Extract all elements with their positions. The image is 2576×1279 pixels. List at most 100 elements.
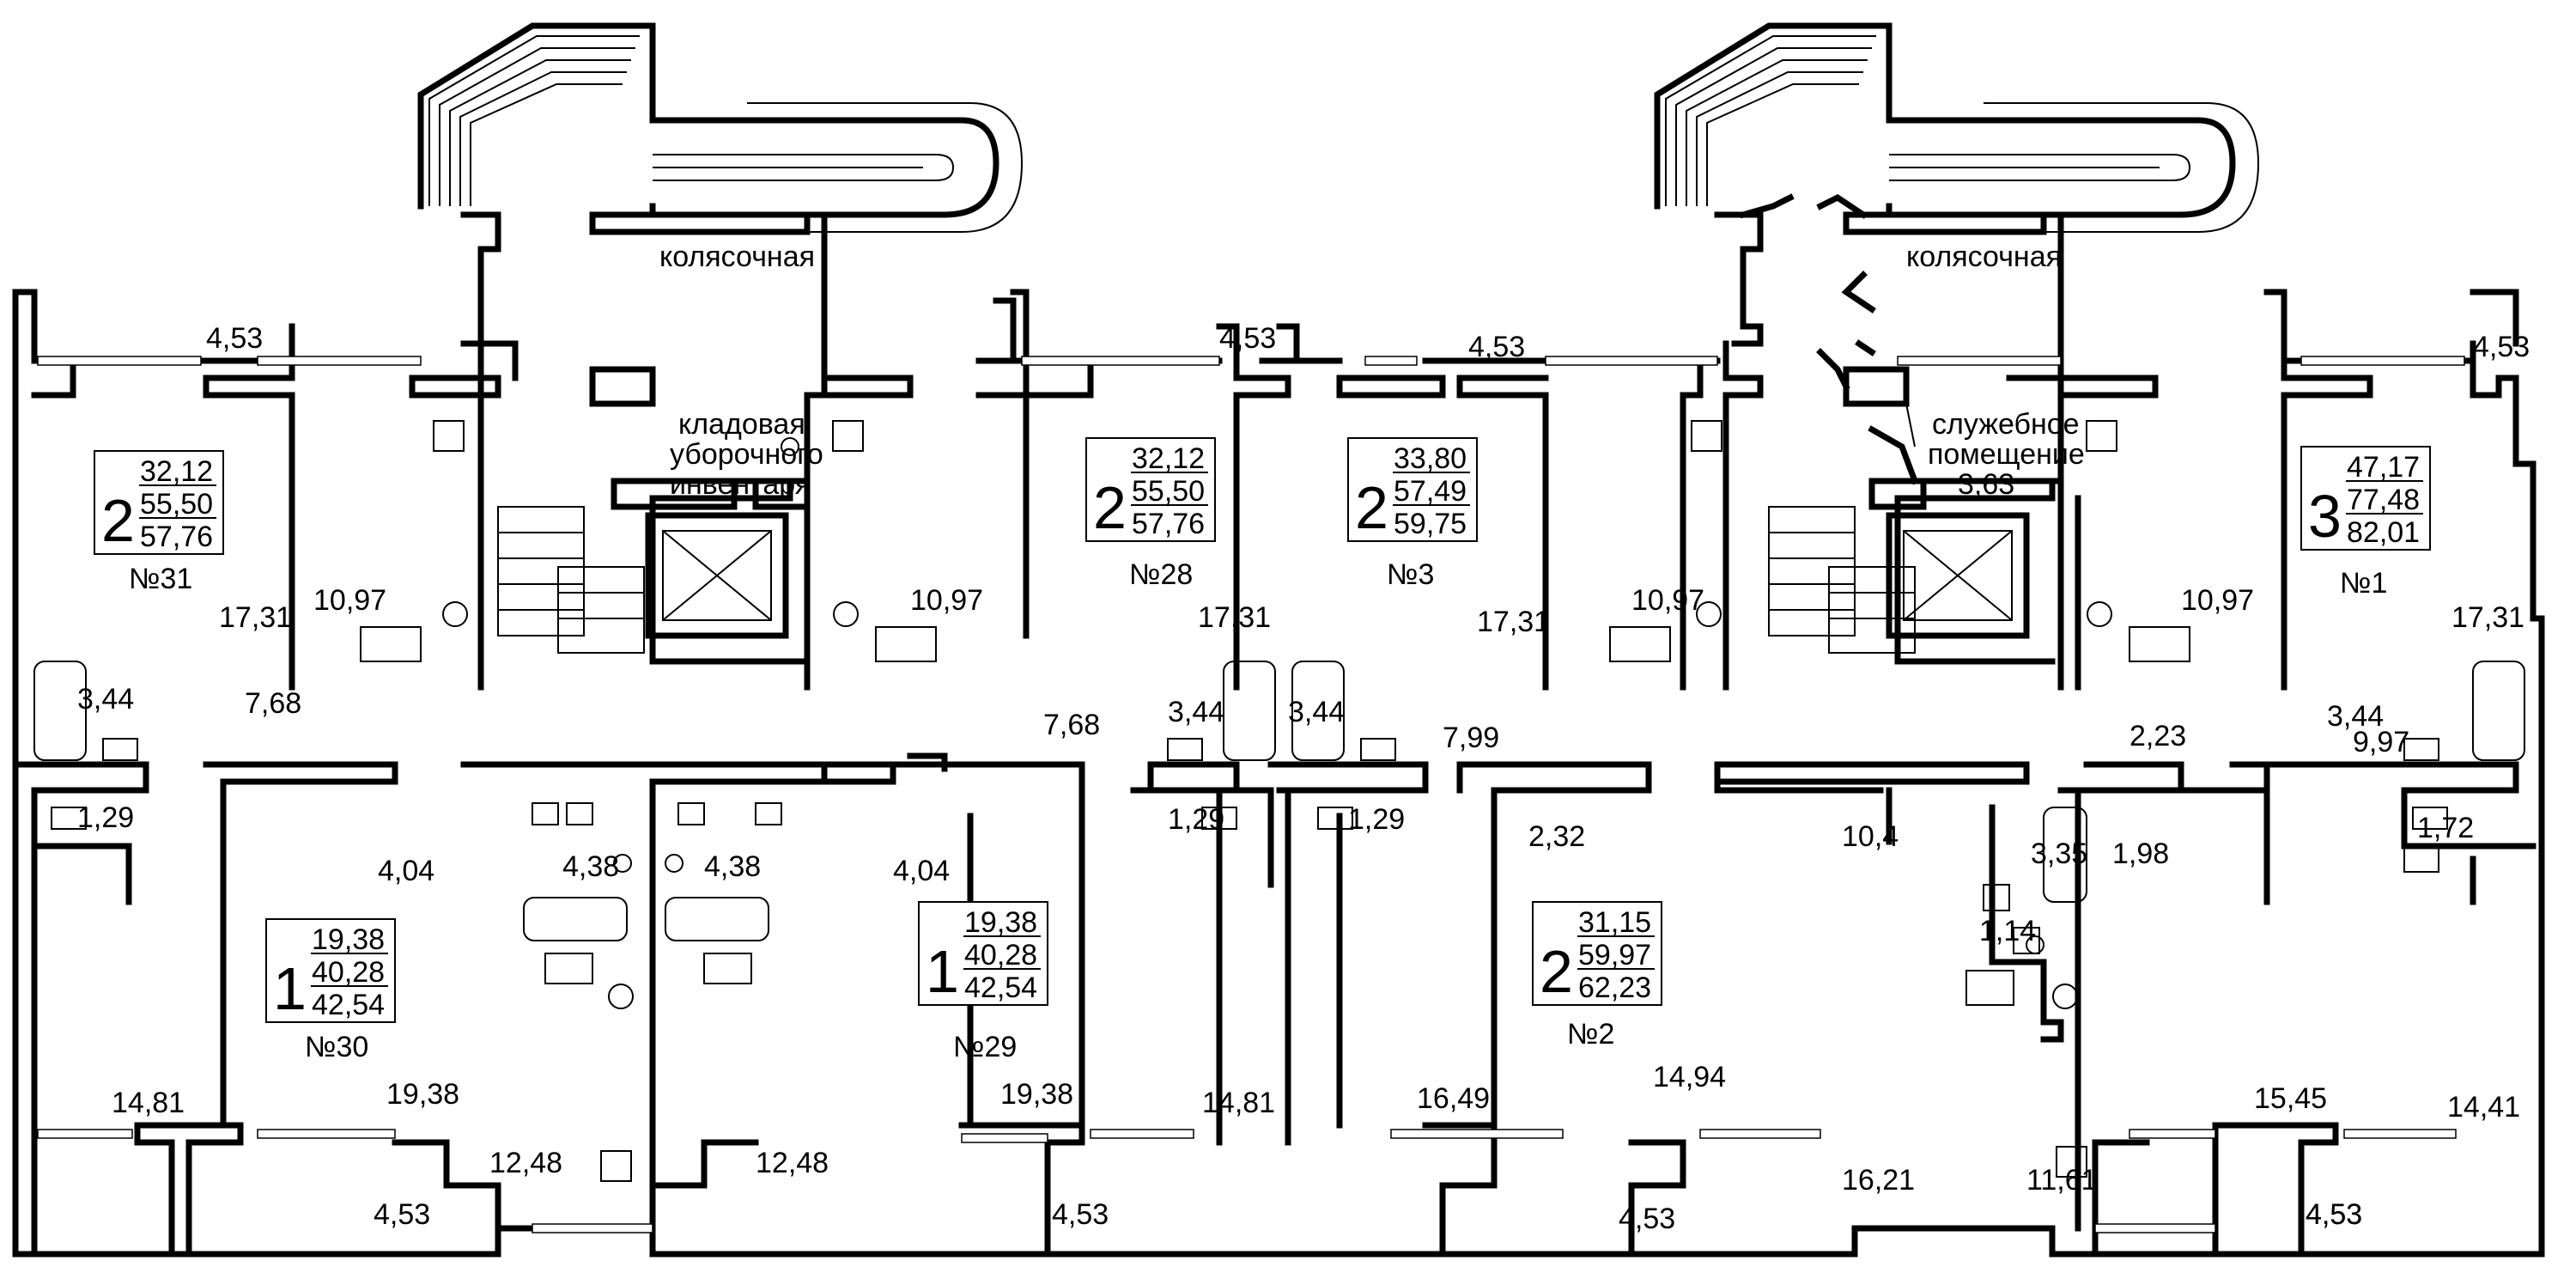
apartment-3: 2 33,80 57,49 59,75 №3: [1347, 437, 1478, 591]
room-area: 4,53: [1219, 322, 1276, 355]
room-area: 19,38: [1000, 1078, 1073, 1111]
apartment-29: 1 19,38 40,28 42,54 №29: [918, 901, 1048, 1063]
apartment-living-area: 19,38: [964, 906, 1037, 939]
room-area: 4,53: [2306, 1198, 2362, 1231]
apartment-living-area: 31,15: [1578, 906, 1651, 939]
apartment-living-area: 33,80: [1394, 442, 1467, 475]
apartment-room-count: 3: [2308, 483, 2342, 550]
room-area: 4,04: [893, 855, 950, 887]
room-area: 3,44: [2327, 700, 2384, 733]
room-area: 19,38: [386, 1078, 459, 1111]
apartment-living-area: 47,17: [2347, 451, 2420, 484]
room-area: 4,38: [562, 850, 619, 883]
room-area: 4,38: [704, 850, 761, 883]
apartment-number: №28: [1129, 558, 1193, 591]
room-area: 4,53: [206, 322, 263, 355]
room-area: 1,98: [2112, 837, 2169, 870]
apartment-total-area: 55,50: [1132, 475, 1205, 508]
room-area: 4,04: [378, 855, 434, 887]
service-room-label: помещение: [1928, 438, 2085, 471]
room-area: 14,41: [2447, 1091, 2520, 1124]
apartment-area-with-balcony: 82,01: [2347, 516, 2420, 549]
stairwell-left: [497, 506, 789, 654]
room-area: 11,61: [2026, 1164, 2098, 1197]
entrance-ramp-right: [1654, 22, 2260, 233]
storage-label: инвентаря: [670, 468, 811, 501]
room-area: 14,94: [1653, 1061, 1726, 1093]
room-area: 16,21: [1842, 1164, 1915, 1197]
room-area: 2,32: [1528, 820, 1585, 853]
apartment-number: №1: [2340, 567, 2387, 600]
room-area: 4,53: [2306, 1198, 2362, 1231]
room-area: 10,97: [910, 584, 983, 617]
storage-label: кладовая: [678, 408, 805, 441]
room-area: 3,35: [2031, 837, 2087, 870]
room-area: 1,29: [1168, 803, 1224, 836]
room-area: 3,44: [77, 683, 134, 716]
room-area: 4,53: [2473, 331, 2530, 363]
apartment-area-with-balcony: 42,54: [964, 971, 1037, 1004]
fixtures: [33, 420, 2525, 1182]
apartment-1: 3 47,17 77,48 82,01 №1: [2300, 446, 2431, 600]
apartment-total-area: 57,49: [1394, 475, 1467, 508]
apartment-31: 2 32,12 55,50 57,76 №31: [94, 450, 224, 595]
apartment-total-area: 55,50: [140, 488, 213, 521]
stroller-room-label: колясочная: [1906, 241, 2062, 273]
apartment-area-with-balcony: 59,75: [1394, 508, 1467, 540]
apartment-2: 2 31,15 59,97 62,23 №2: [1532, 901, 1662, 1051]
room-area: 4,53: [374, 1198, 430, 1231]
stairwell-right: [1768, 506, 2030, 654]
apartment-room-count: 2: [1355, 474, 1388, 541]
apartment-number: №31: [129, 563, 192, 595]
apartment-number: №30: [305, 1031, 368, 1063]
room-area: 17,31: [219, 601, 292, 634]
room-area: 9,97: [2353, 726, 2409, 758]
apartment-total-area: 77,48: [2347, 484, 2420, 516]
room-area: 17,31: [1477, 606, 1550, 638]
room-area: 1,14: [1979, 915, 2036, 947]
room-area: 14,81: [1202, 1087, 1275, 1119]
service-room-label: 3,63: [1958, 468, 2014, 501]
room-area: 12,48: [756, 1147, 829, 1179]
apartment-number: №2: [1567, 1018, 1614, 1051]
room-area: 3,44: [1288, 696, 1345, 728]
apartment-total-area: 40,28: [964, 939, 1037, 971]
service-room-label: служебное: [1932, 408, 2080, 441]
room-area: 4,53: [1468, 331, 1525, 363]
apartment-room-count: 2: [1540, 938, 1573, 1005]
utility-rooms: [611, 193, 2064, 510]
room-areas: 4,53 17,31 10,97 7,68 3,44 1,29 14,81 4,…: [77, 322, 2530, 1235]
room-area: 7,68: [245, 687, 301, 720]
outer-walls: [12, 211, 2545, 1258]
room-area: 2,23: [2129, 720, 2186, 752]
room-area: 4,53: [1619, 1203, 1675, 1235]
apartment-area-with-balcony: 57,76: [140, 521, 213, 553]
apartment-room-count: 2: [101, 487, 135, 554]
room-area: 4,53: [1052, 1198, 1109, 1231]
storage-label: уборочного: [670, 438, 823, 471]
room-area: 10,97: [2181, 584, 2254, 617]
apartment-room-count: 1: [273, 955, 307, 1022]
stroller-room-label: колясочная: [659, 241, 815, 273]
apartment-number: №29: [953, 1031, 1017, 1063]
apartment-room-count: 1: [926, 938, 959, 1005]
apartment-living-area: 32,12: [1132, 442, 1205, 475]
room-area: 16,49: [1417, 1082, 1490, 1115]
room-area: 3,44: [1168, 696, 1224, 728]
room-area: 10,97: [313, 584, 386, 617]
apartment-living-area: 19,38: [312, 923, 385, 956]
apartment-room-count: 2: [1093, 474, 1127, 541]
apartment-28: 2 32,12 55,50 57,76 №28: [1085, 437, 1216, 591]
apartment-total-area: 59,97: [1578, 939, 1651, 971]
apartment-area-with-balcony: 62,23: [1578, 971, 1651, 1004]
windows: [37, 356, 2465, 1233]
utility-labels: колясочная колясочная кладовая уборочног…: [659, 241, 2085, 501]
apartment-area-with-balcony: 42,54: [312, 989, 385, 1021]
room-area: 1,72: [2417, 812, 2474, 844]
entrance-ramp-left: [417, 22, 1024, 233]
room-area: 7,68: [1043, 709, 1100, 741]
apartment-30: 1 19,38 40,28 42,54 №30: [265, 918, 396, 1063]
apartment-living-area: 32,12: [140, 455, 213, 488]
room-area: 12,48: [489, 1147, 562, 1179]
